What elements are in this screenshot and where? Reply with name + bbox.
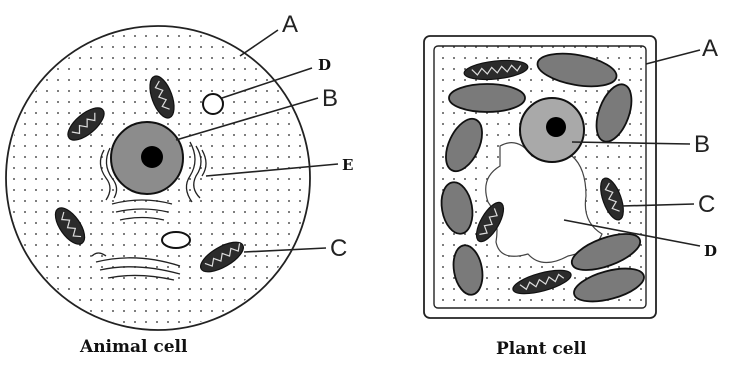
- animal-cell: A D B E C Animal cell: [6, 11, 353, 357]
- plant-label-d: D: [704, 242, 717, 260]
- plant-label-b: B: [694, 131, 710, 158]
- animal-label-e: E: [342, 156, 353, 174]
- animal-leader-a: [240, 30, 278, 56]
- plant-chloroplast: [449, 84, 525, 112]
- plant-label-a: A: [702, 35, 718, 62]
- animal-label-c: C: [330, 235, 347, 262]
- animal-label-b: B: [322, 85, 338, 112]
- animal-vacuole-d: [203, 94, 223, 114]
- animal-label-a: A: [282, 11, 298, 38]
- plant-label-c: C: [698, 191, 715, 218]
- animal-vesicle: [162, 232, 190, 248]
- animal-label-d: D: [318, 56, 331, 74]
- animal-nucleolus: [141, 146, 163, 168]
- plant-cell-caption: Plant cell: [496, 339, 587, 359]
- plant-cell: A B C D Plant cell: [424, 35, 718, 359]
- plant-nucleolus: [546, 117, 566, 137]
- animal-cell-caption: Animal cell: [79, 337, 188, 357]
